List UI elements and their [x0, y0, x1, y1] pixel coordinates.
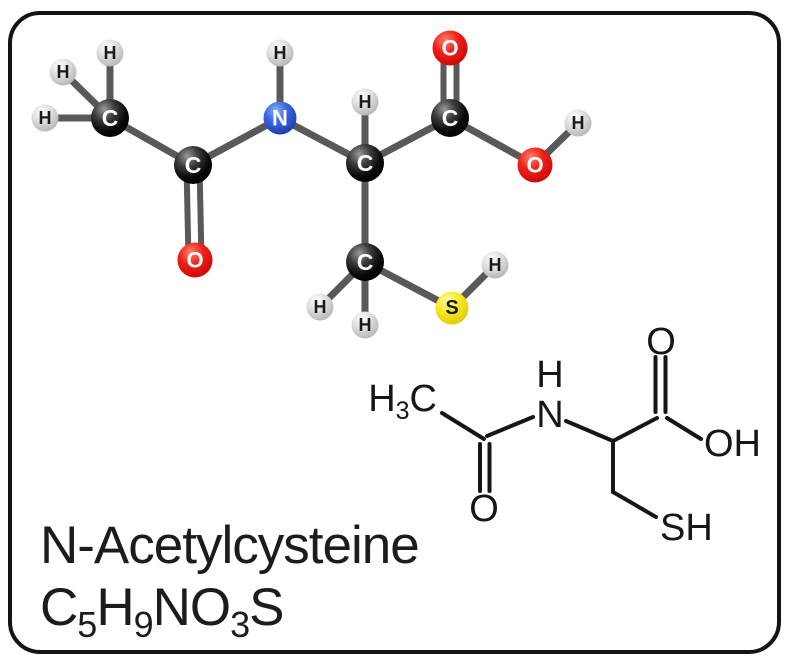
atom-label-C: C	[357, 249, 374, 275]
atom-ball-N	[263, 101, 297, 135]
skeletal-label-oh: OH	[704, 423, 761, 465]
compound-name: N-Acetylcysteine	[40, 516, 419, 575]
skeletal-bond-line	[611, 416, 659, 443]
atom-ball-H	[96, 39, 124, 67]
atom-label-H: H	[489, 255, 502, 275]
atom-ball-H	[49, 58, 77, 86]
atom-label-H: H	[57, 62, 70, 82]
skeletal-label-h-amide: H	[536, 354, 563, 396]
atom-label-H: H	[359, 315, 372, 335]
skeletal-label-sh: SH	[660, 507, 713, 549]
skeletal-label-methyl: H3C	[368, 378, 437, 425]
atom-label-C: C	[185, 152, 202, 178]
atom-ball-H	[351, 311, 379, 339]
atom-label-O: O	[526, 153, 543, 178]
skeletal-bond-line	[611, 490, 658, 519]
atom-label-H: H	[359, 92, 372, 112]
compound-formula: C5H9NO3S	[40, 578, 284, 645]
skeletal-bond-line	[665, 416, 703, 441]
atom-label-C: C	[357, 150, 374, 176]
atom-label-S: S	[445, 297, 458, 319]
atom-label-N: N	[272, 106, 288, 131]
atom-ball-S	[435, 291, 469, 325]
skeletal-label-o-acetyl: O	[469, 488, 499, 530]
atom-label-O: O	[441, 36, 458, 61]
skeletal-bond-line	[440, 411, 486, 441]
atom-ball-C	[91, 99, 129, 137]
atom-ball-C	[174, 146, 212, 184]
atom-ball-H	[266, 39, 294, 67]
atom-label-H: H	[314, 297, 327, 317]
atom-ball-H	[351, 88, 379, 116]
atom-label-C: C	[442, 105, 459, 131]
atom-label-C: C	[102, 105, 119, 131]
atom-ball-O	[517, 147, 553, 183]
card-border	[8, 11, 781, 654]
atom-ball-O	[177, 242, 213, 278]
atom-label-H: H	[104, 43, 117, 63]
skeletal-bond-line	[485, 415, 535, 438]
atom-label-H: H	[39, 108, 52, 128]
ball-stick-atoms: C C C C C N O O O S H H H H H H H H H	[31, 30, 592, 339]
atom-label-O: O	[186, 248, 203, 273]
atom-ball-C	[346, 144, 384, 182]
atom-ball-H	[564, 109, 592, 137]
atom-ball-O	[432, 30, 468, 66]
atom-ball-C	[346, 243, 384, 281]
title-block: N-Acetylcysteine C5H9NO3S	[40, 516, 420, 645]
ball-stick-bonds	[41, 45, 582, 329]
atom-ball-H	[306, 293, 334, 321]
atom-ball-C	[431, 99, 469, 137]
atom-label-H: H	[572, 113, 585, 133]
atom-label-H: H	[274, 43, 287, 63]
skeletal-bond-line	[564, 419, 615, 443]
atom-ball-H	[481, 251, 509, 279]
atom-ball-H	[31, 104, 59, 132]
skeletal-label-n-amide: N	[536, 394, 563, 436]
skeletal-label-o-carboxyl: O	[646, 321, 676, 363]
